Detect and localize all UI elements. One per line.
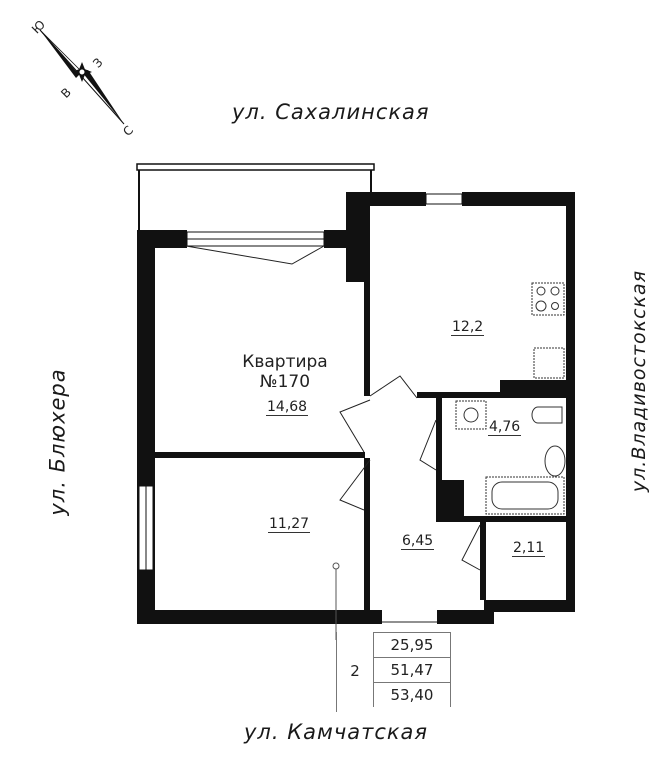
summary-table: 2 25,95 51,47 53,40 — [336, 632, 457, 712]
total-area: 51,47 — [373, 657, 451, 683]
rooms-count: 2 — [350, 662, 360, 680]
street-north: ул. Сахалинская — [232, 100, 430, 124]
room-area-storage: 2,11 — [512, 540, 546, 557]
living-area: 25,95 — [373, 632, 451, 658]
room-area-kitchen: 12,2 — [451, 319, 485, 336]
apartment-title-text: Квартира — [242, 352, 328, 372]
room-area-bathroom: 4,76 — [488, 419, 522, 436]
apartment-title: Квартира №170 — [230, 352, 340, 392]
room-area-living-1: 14,68 — [266, 399, 309, 416]
compass-icon — [39, 29, 125, 125]
total-area-with-balcony: 53,40 — [373, 682, 451, 707]
street-south: ул. Камчатская — [244, 720, 429, 744]
compass-rose: Ю З В С — [0, 0, 160, 150]
apartment-number: №170 — [259, 372, 311, 392]
room-area-living-2: 11,27 — [268, 516, 311, 533]
room-area-hallway: 6,45 — [401, 533, 435, 550]
